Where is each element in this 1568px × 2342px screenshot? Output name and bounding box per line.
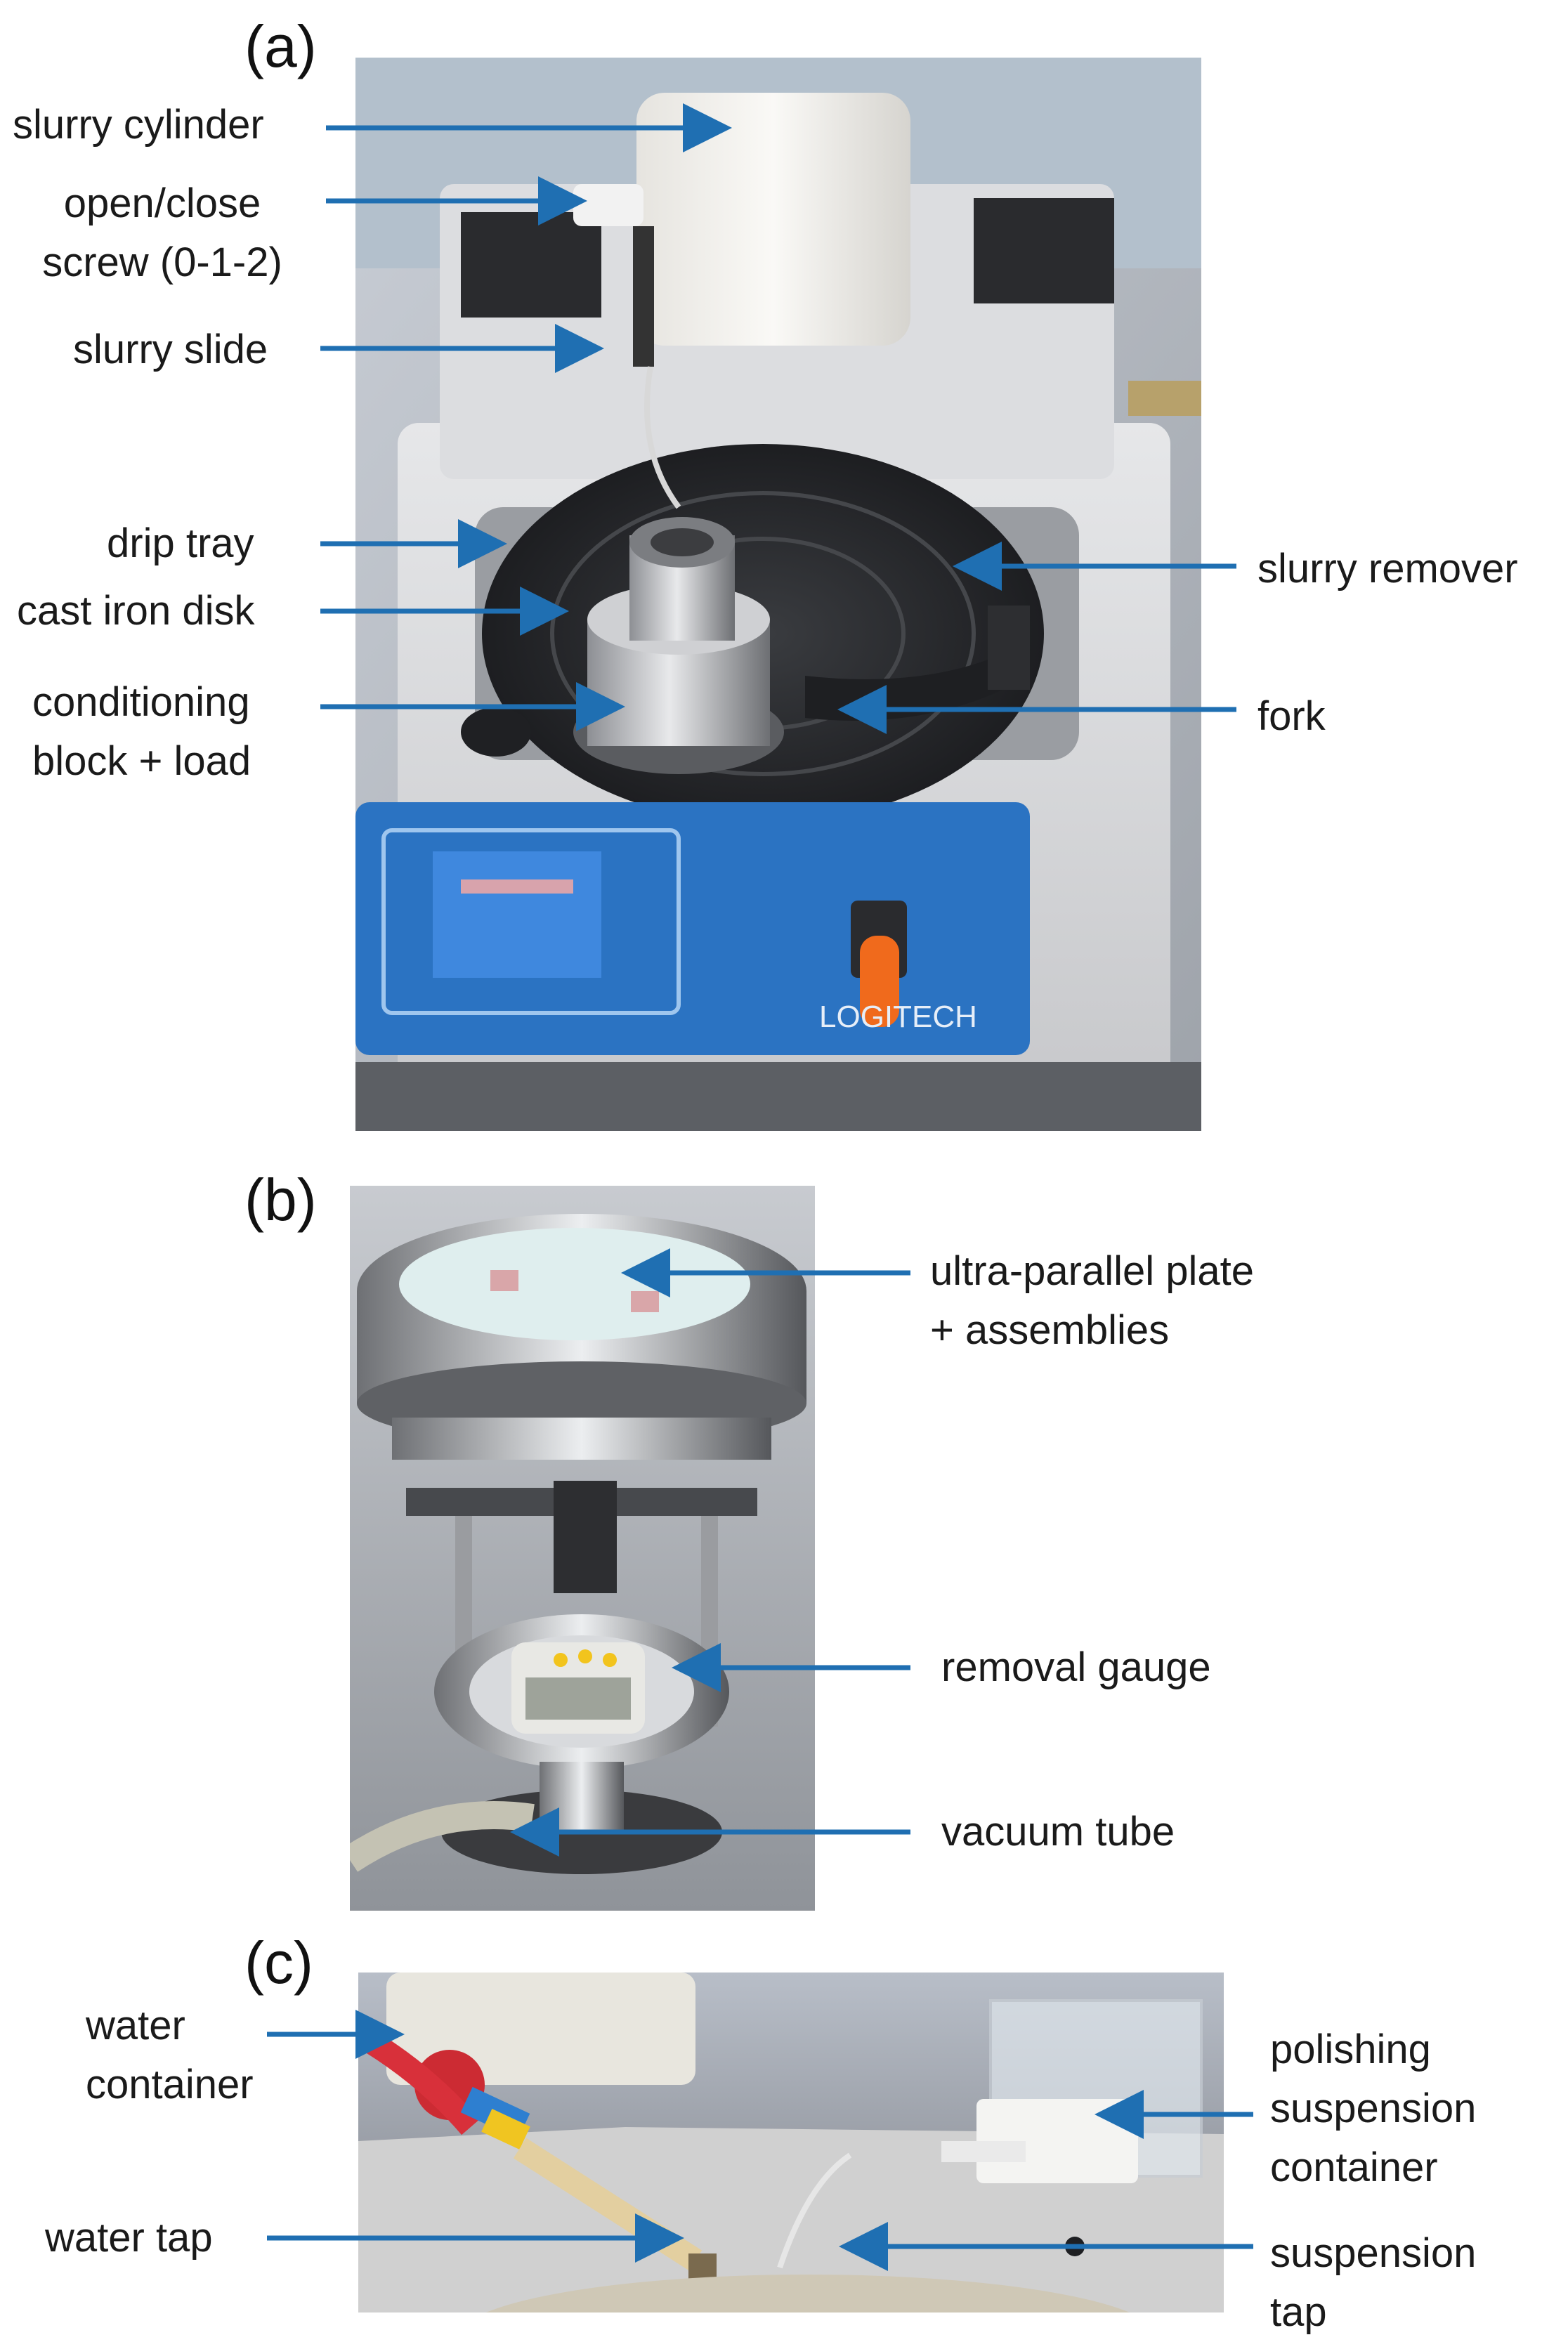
- panel-a-letter: (a): [244, 13, 317, 79]
- photo-lapping-machine: LOGITECH: [355, 58, 1201, 1131]
- label-slurry-remover: slurry remover: [1257, 546, 1518, 591]
- label-drip-tray: drip tray: [107, 521, 254, 566]
- label-removal-gauge: removal gauge: [941, 1644, 1211, 1690]
- label-ultra-parallel-plate: ultra-parallel plate + assemblies: [930, 1248, 1255, 1353]
- label-slurry-slide: slurry slide: [73, 327, 268, 372]
- brand-logo-text: LOGITECH: [819, 1000, 977, 1034]
- label-conditioning-block: conditioning block + load: [32, 679, 251, 784]
- photo-dispensing-setup: [358, 1973, 1224, 2312]
- label-suspension-tap: suspension tap: [1270, 2230, 1477, 2335]
- panel-b-letter: (b): [244, 1167, 317, 1233]
- label-cast-iron-disk: cast iron disk: [17, 588, 255, 634]
- label-water-tap: water tap: [45, 2215, 213, 2261]
- photo-lapping-jig: [350, 1186, 815, 1911]
- label-fork: fork: [1257, 693, 1326, 739]
- label-polishing-suspension-container: polishing suspension container: [1270, 2027, 1477, 2190]
- label-water-container: water container: [86, 2003, 254, 2107]
- label-slurry-cylinder: slurry cylinder: [13, 102, 264, 148]
- label-open-close-screw: open/close screw (0-1-2): [42, 181, 282, 285]
- panel-c-letter: (c): [244, 1930, 313, 1996]
- label-vacuum-tube: vacuum tube: [941, 1809, 1175, 1854]
